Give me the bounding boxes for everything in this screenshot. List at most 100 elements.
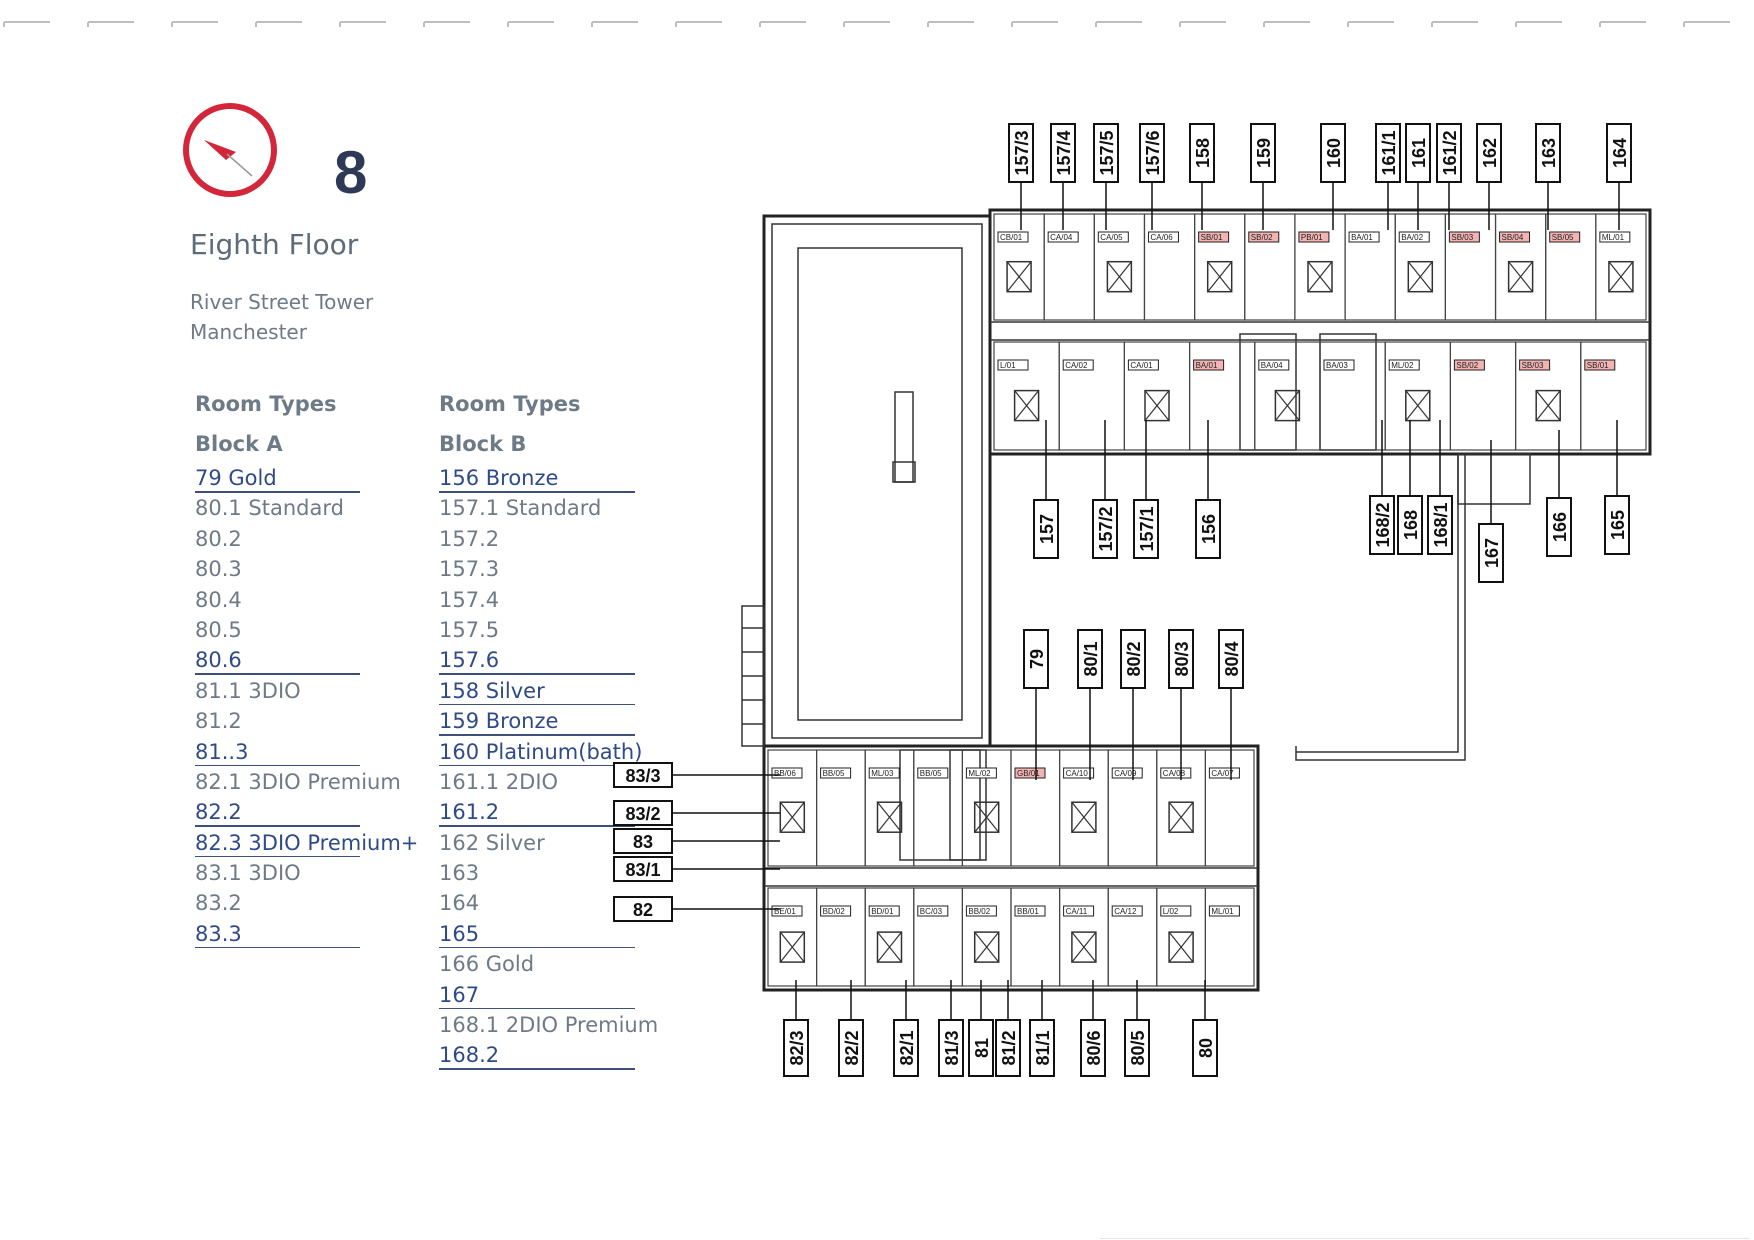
room-code: ML/01: [1211, 907, 1234, 916]
block-a-room-type-item: 83.3: [195, 922, 445, 952]
bathroom-pod: [1307, 260, 1333, 293]
room-code: CA/06: [1150, 233, 1173, 242]
room-code-box: [868, 905, 900, 917]
room-callout: 82: [613, 896, 780, 922]
block-a-room-type-item: 83.2: [195, 891, 242, 916]
room-cell: [1204, 887, 1255, 987]
room-cell: [1204, 749, 1255, 867]
room-code-box: [1549, 231, 1581, 243]
room-callout: 160: [1320, 123, 1346, 230]
room-code: SB/04: [1502, 233, 1524, 242]
room-cell: [1545, 213, 1597, 321]
block-b-outline: [988, 208, 1652, 456]
room-code-box: [1127, 359, 1159, 371]
block-b-room-type-item: 166 Gold: [439, 952, 535, 977]
room-code: BA/02: [1401, 233, 1423, 242]
bathroom-pod: [779, 801, 806, 833]
room-code-box: [1248, 231, 1280, 243]
room-callout: 157: [1033, 420, 1059, 559]
bathroom-pod: [876, 931, 903, 963]
room-callout-label: 157/5: [1097, 130, 1117, 175]
room-code-box: [965, 905, 997, 917]
block-b-room-type-item: 157.4: [439, 587, 500, 612]
room-callout: 161/1: [1375, 123, 1401, 230]
room-cell: [1244, 213, 1296, 321]
room-callout: 156: [1195, 420, 1221, 559]
room-callout: 80/1: [1077, 629, 1103, 780]
room-callout: 83/2: [613, 800, 780, 826]
room-callout-label: 80/3: [1172, 641, 1192, 676]
room-callout-label: 83/3: [625, 766, 660, 786]
room-callout: 157/1: [1133, 420, 1159, 559]
bathroom-pod: [1407, 260, 1434, 293]
room-code-box: [997, 231, 1029, 243]
block-a-room-type-item: 82.1 3DIO Premium: [195, 769, 401, 794]
room-callout: 161/2: [1436, 123, 1462, 230]
room-callout: 83/1: [613, 856, 780, 882]
room-cell: [767, 749, 818, 867]
room-callout: 157/6: [1139, 123, 1165, 230]
bathroom-pod: [1071, 931, 1097, 963]
room-code: CA/08: [1163, 769, 1186, 778]
room-code-box: [1388, 359, 1420, 371]
room-code-box: [917, 905, 949, 917]
room-callout: 82/3: [783, 980, 809, 1077]
floor-header: 8 Eighth Floor River Street Tower Manche…: [180, 100, 600, 360]
room-code: SB/03: [1451, 233, 1473, 242]
room-code: CB/01: [1000, 233, 1023, 242]
bathroom-pod: [1206, 260, 1233, 293]
block-a-room-type-item: 80.5: [195, 617, 242, 642]
block-a-room-type-item: 80.6: [195, 648, 445, 678]
room-callout-label: 161: [1409, 138, 1429, 168]
room-cell: [1107, 887, 1158, 987]
room-callout: 80/2: [1120, 629, 1146, 780]
room-code: ML/02: [968, 769, 991, 778]
room-code: CA/09: [1114, 769, 1137, 778]
room-callout: 157/3: [1008, 123, 1034, 230]
room-code-box: [1258, 359, 1290, 371]
block-b-room-type-item: 165: [439, 922, 689, 952]
block-b-room-type-item: 157.6: [439, 648, 689, 678]
room-callout: 83/3: [613, 762, 780, 788]
room-callout-label: 81/2: [999, 1030, 1019, 1065]
room-code-box: [1323, 359, 1355, 371]
room-cell: [1058, 749, 1109, 867]
room-code: BE/01: [774, 907, 796, 916]
room-callout-label: 157: [1037, 514, 1057, 544]
stair-block-b: [1239, 333, 1297, 451]
block-a-room-type-item: 82.3 3DIO Premium+: [195, 831, 445, 861]
room-code-box: [997, 359, 1029, 371]
room-code: BD/02: [823, 907, 846, 916]
room-code-box: [1097, 231, 1129, 243]
room-callout-label: 157/2: [1096, 506, 1116, 551]
room-cell: [767, 887, 818, 987]
block-b-room-type-item: 161.2: [439, 800, 689, 830]
room-code: BA/01: [1351, 233, 1373, 242]
block-b-room-type-item: 157.2: [439, 526, 500, 551]
block-b-room-type-item: 168.1 2DIO Premium: [439, 1013, 659, 1038]
room-callout-label: 81/1: [1033, 1030, 1053, 1065]
room-callout-label: 82/2: [842, 1030, 862, 1065]
room-code-box: [1499, 231, 1531, 243]
block-a-heading: Room Types: [195, 392, 337, 416]
room-callout: 81/2: [995, 980, 1021, 1077]
room-cell: [815, 749, 866, 867]
room-code-box: [1599, 231, 1631, 243]
bathroom-pod: [1013, 389, 1040, 422]
room-callout-label: 80/5: [1128, 1030, 1148, 1065]
room-callout-label: 168/1: [1431, 502, 1451, 547]
block-a-room-type-item: 80.2: [195, 526, 242, 551]
bathroom-pod: [1168, 931, 1194, 963]
room-code: CA/01: [1130, 361, 1153, 370]
block-a-room-type-item: 81.2: [195, 709, 242, 734]
page-edge-dashes: [3, 21, 1730, 27]
bathroom-pod: [1144, 389, 1170, 422]
room-code-box: [1453, 359, 1485, 371]
room-code: BD/01: [871, 907, 894, 916]
bathroom-pod: [779, 931, 806, 963]
room-code-box: [1348, 231, 1380, 243]
block-b-room-type-item: 162 Silver: [439, 830, 545, 855]
bathroom-pod: [973, 931, 1000, 963]
room-callout: 162: [1476, 123, 1502, 230]
